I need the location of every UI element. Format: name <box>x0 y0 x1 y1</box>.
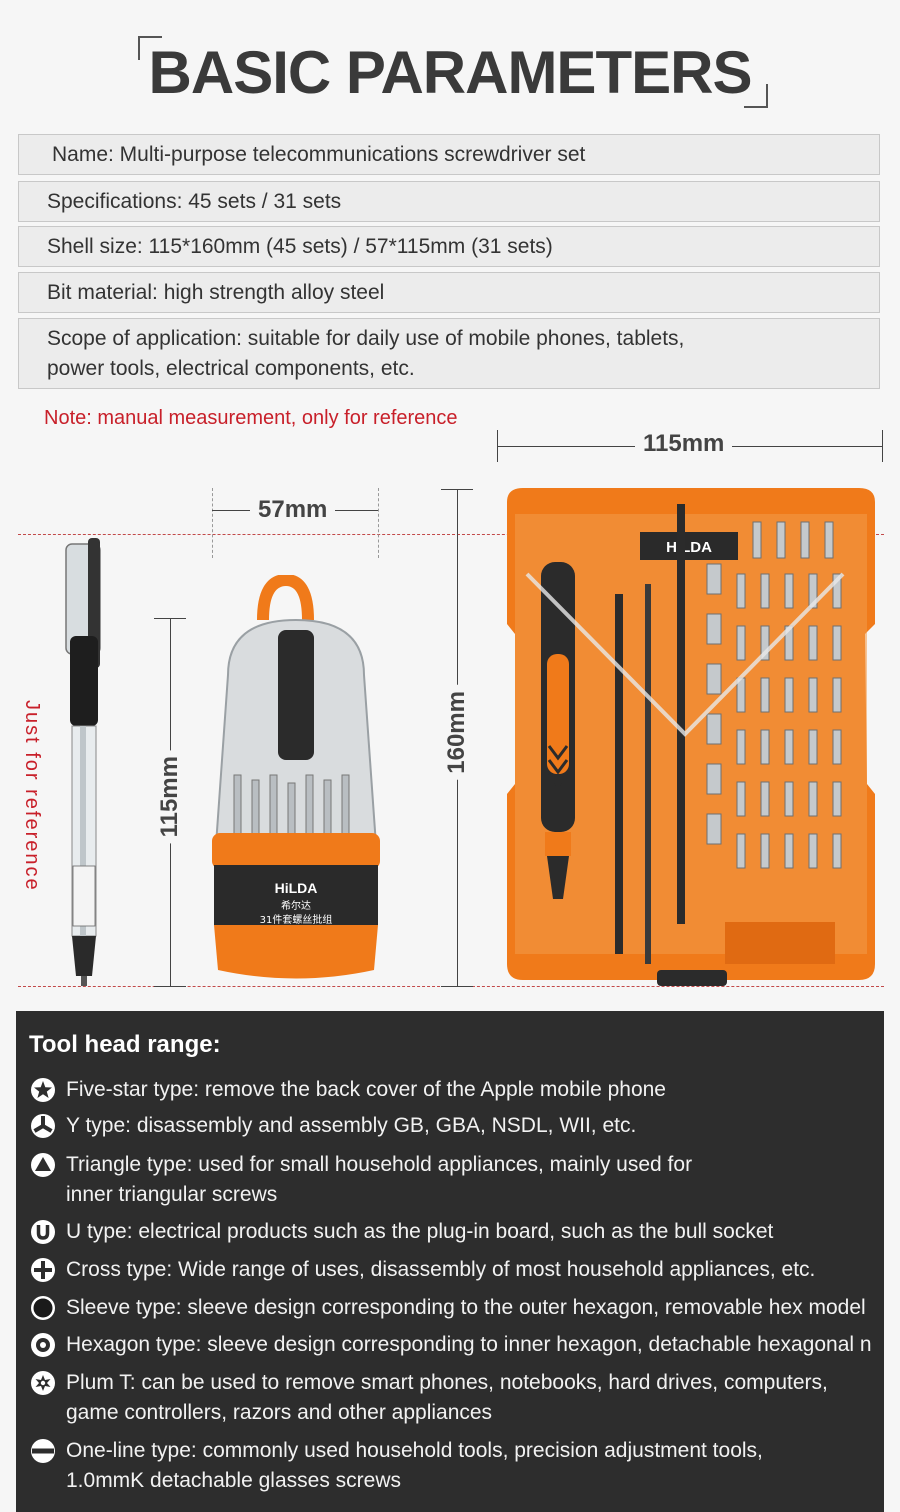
dim-guide <box>378 488 379 558</box>
param-name: Name: Multi-purpose telecommunications s… <box>18 134 880 175</box>
small-cn-label: 31件套螺丝批组 <box>260 913 333 926</box>
large-screwdriver-set-image: HiLDA <box>507 488 875 986</box>
dim-label-small-width: 57mm <box>250 496 336 524</box>
dim-label-big-width: 115mm <box>635 430 733 458</box>
sleeve-icon <box>31 1296 55 1320</box>
large-brand-label: HiLDA <box>666 539 712 556</box>
tool-head-item: Hexagon type: sleeve design correspondin… <box>30 1330 884 1360</box>
reference-line-top <box>18 534 884 535</box>
tool-head-item: One-line type: commonly used household t… <box>30 1436 884 1496</box>
tool-head-item: Cross type: Wide range of uses, disassem… <box>30 1255 884 1285</box>
corner-bracket-bottom-right <box>744 84 768 108</box>
dim-label-small-height: 115mm <box>156 750 184 844</box>
tool-head-item: Plum T: can be used to remove smart phon… <box>30 1368 884 1428</box>
corner-bracket-top-left <box>138 36 162 60</box>
one-line-icon <box>31 1439 55 1463</box>
small-screwdriver-set-image: HiLDA 希尔达 31件套螺丝批组 <box>212 575 380 979</box>
pen-reference-label: Just for reference <box>21 700 43 892</box>
dim-tick <box>882 430 883 462</box>
param-shell-size: Shell size: 115*160mm (45 sets) / 57*115… <box>18 226 880 267</box>
u-type-icon <box>31 1220 55 1244</box>
pen-image <box>65 538 101 986</box>
dim-guide <box>212 488 213 558</box>
dim-tick <box>154 986 186 987</box>
measurement-note: Note: manual measurement, only for refer… <box>44 407 458 429</box>
small-cn-brand: 希尔达 <box>281 899 311 912</box>
tool-head-item: Sleeve type: sleeve design corresponding… <box>30 1293 884 1323</box>
small-brand-label: HiLDA <box>275 880 318 896</box>
tool-head-item: Triangle type: used for small household … <box>30 1150 884 1210</box>
param-bit-material: Bit material: high strength alloy steel <box>18 272 880 313</box>
page-title: BASIC PARAMETERS <box>148 39 753 106</box>
triangle-icon <box>31 1153 55 1177</box>
dim-tick <box>441 986 473 987</box>
param-scope: Scope of application: suitable for daily… <box>18 318 880 389</box>
dim-label-big-height: 160mm <box>443 685 471 780</box>
y-type-icon <box>31 1114 55 1138</box>
hexagon-icon <box>31 1333 55 1357</box>
tool-head-item: U type: electrical products such as the … <box>30 1217 884 1247</box>
tool-head-item: Y type: disassembly and assembly GB, GBA… <box>30 1111 884 1141</box>
tool-head-panel: Tool head range: Five-star type: remove … <box>16 1011 884 1512</box>
five-star-icon <box>31 1078 55 1102</box>
cross-icon <box>31 1258 55 1282</box>
tool-head-title: Tool head range: <box>29 1031 221 1058</box>
param-specifications: Specifications: 45 sets / 31 sets <box>18 181 880 222</box>
plum-icon <box>31 1371 55 1395</box>
tool-head-item: Five-star type: remove the back cover of… <box>30 1075 884 1105</box>
